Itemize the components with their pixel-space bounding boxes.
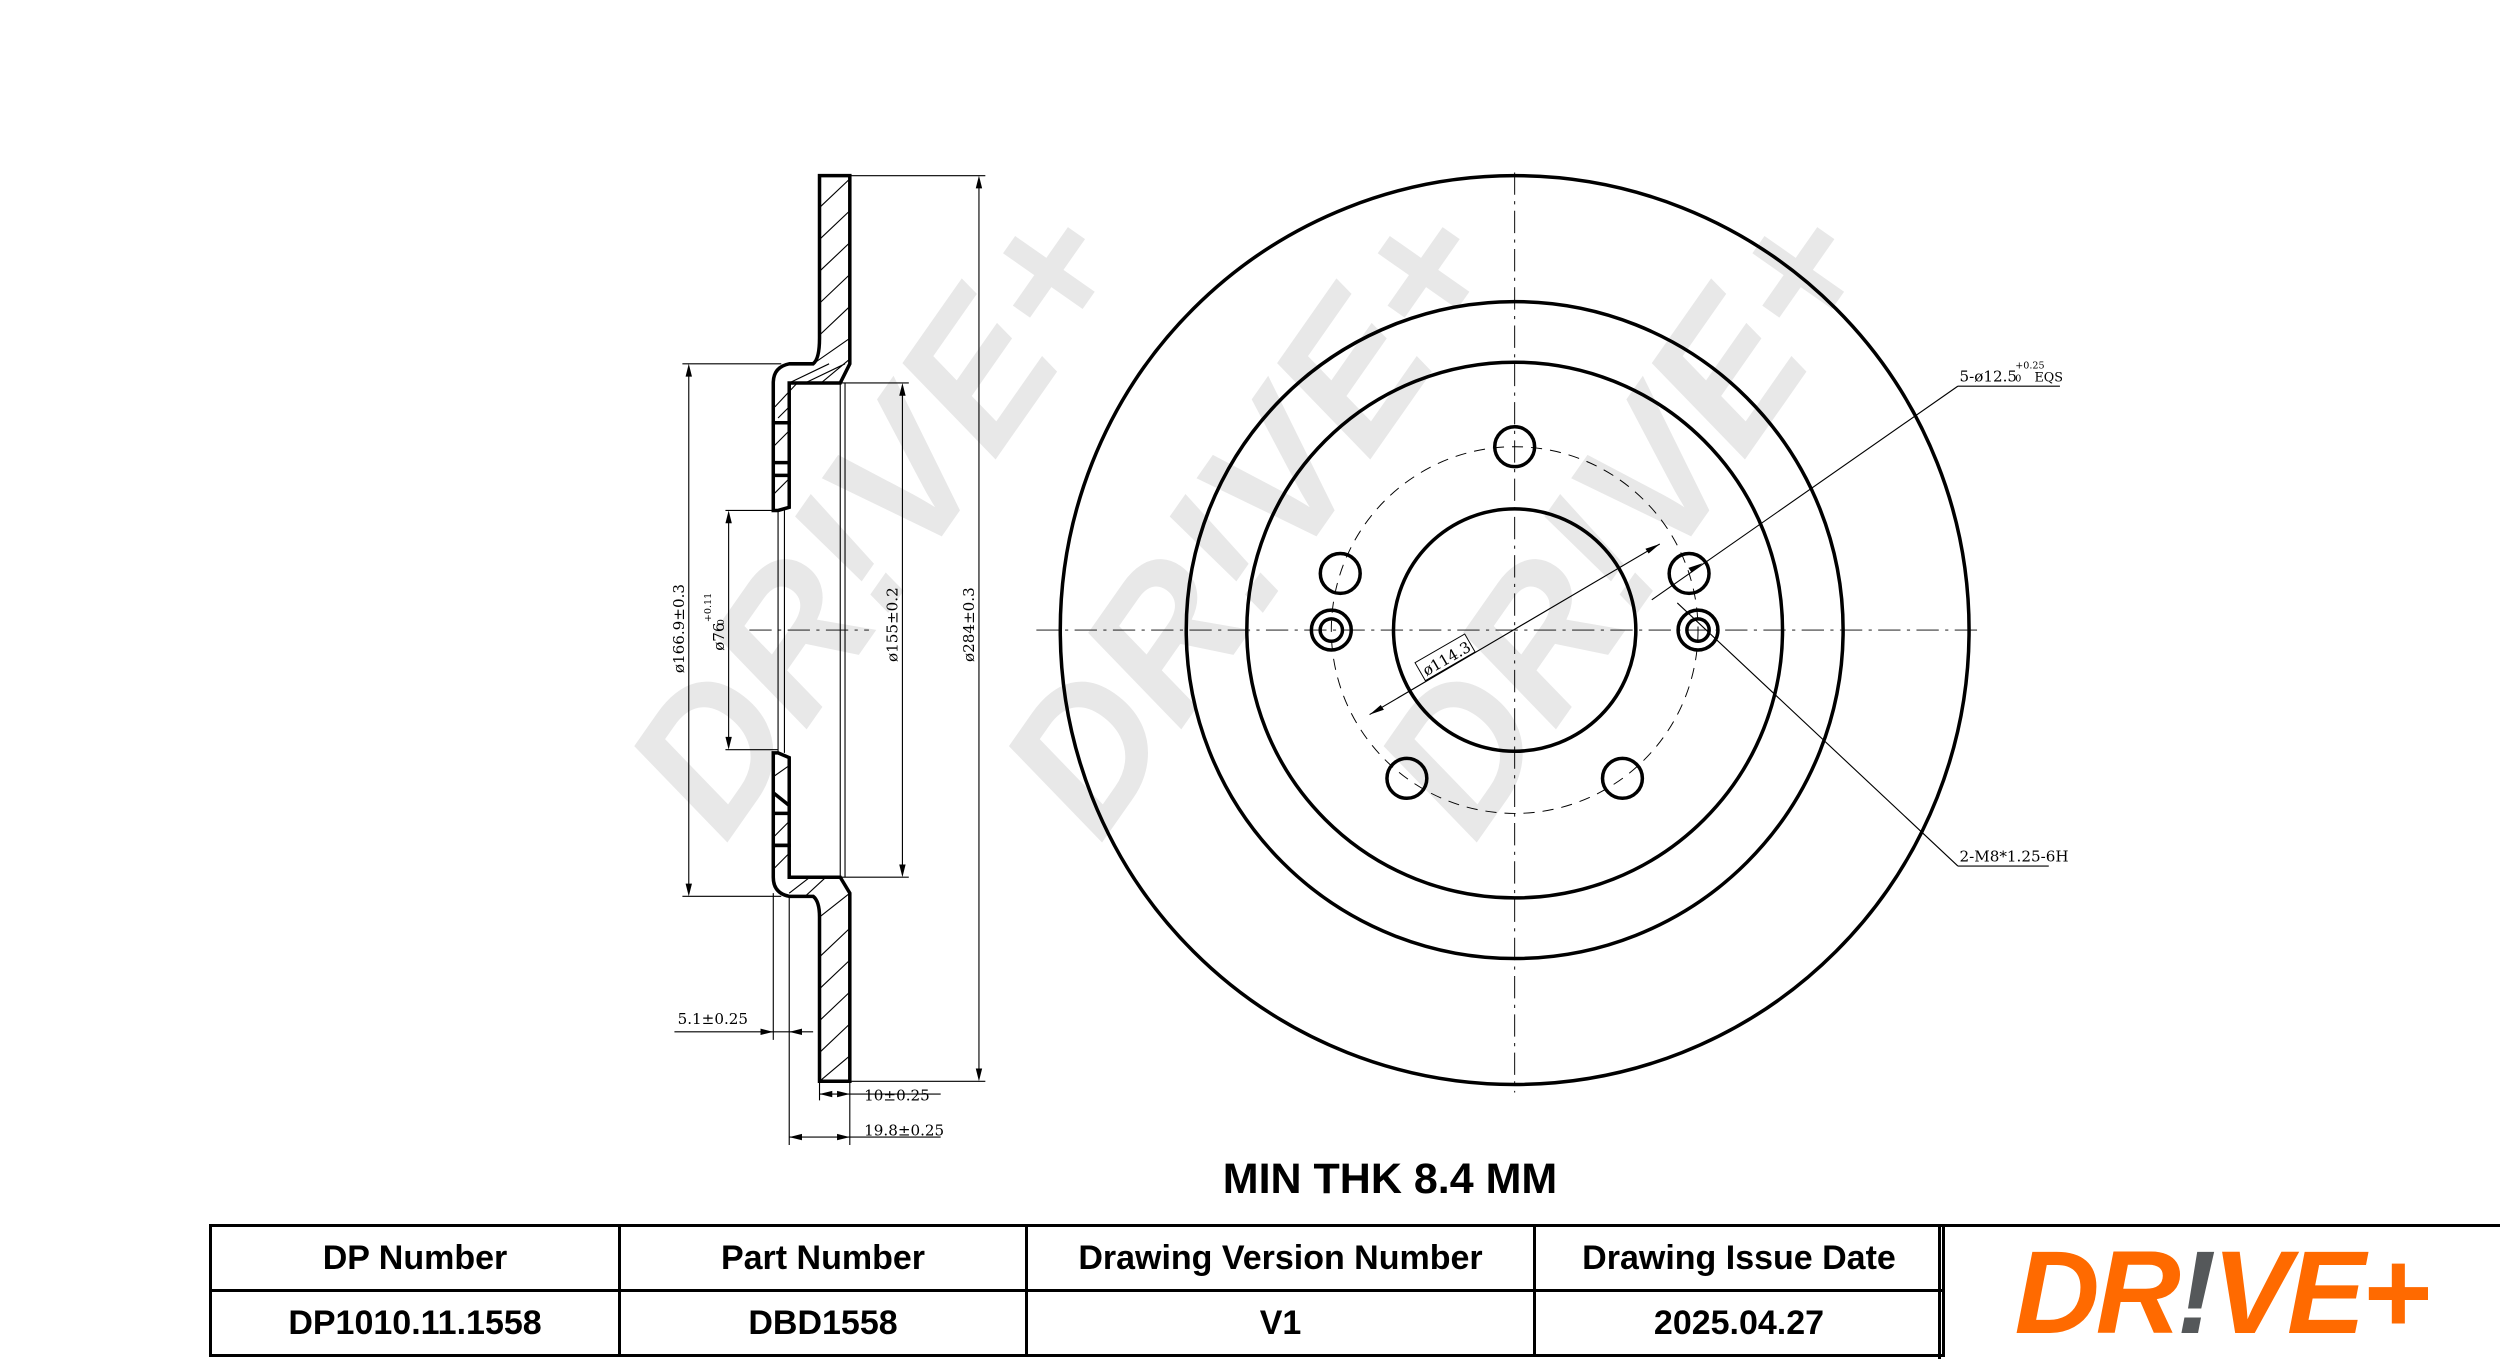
logo-exclamation: ! bbox=[2176, 1227, 2216, 1359]
side-view: ø284±0.3 ø155±0.2 ø166.9±0.3 ø76 +0.11 0… bbox=[670, 173, 986, 1146]
dim-center-bore-tol-lower: 0 bbox=[716, 619, 727, 625]
dim-bolt-holes-tol-lower: 0 bbox=[2015, 373, 2021, 384]
header-drawing-version: Drawing Version Number bbox=[1025, 1224, 1536, 1292]
logo-text-dr: DR bbox=[2014, 1227, 2180, 1359]
header-part-number: Part Number bbox=[618, 1224, 1028, 1292]
table-row: DP1010.11.1558 DBD1558 V1 2025.04.27 bbox=[209, 1289, 1945, 1357]
value-dp-number: DP1010.11.1558 bbox=[209, 1289, 621, 1357]
bolt-holes bbox=[1318, 425, 1711, 801]
dim-inner-diameter: ø155±0.2 bbox=[884, 587, 902, 662]
dim-bolt-holes-tol-upper: +0.25 bbox=[2015, 361, 2044, 372]
dim-hat-offset: 5.1±0.25 bbox=[678, 1010, 748, 1028]
hat-section-bottom bbox=[771, 751, 791, 848]
logo-text-ve-plus: VE+ bbox=[2212, 1227, 2430, 1359]
dim-bolt-holes-suffix: EQS bbox=[2034, 370, 2063, 385]
header-issue-date: Drawing Issue Date bbox=[1533, 1224, 1945, 1292]
value-part-number: DBD1558 bbox=[618, 1289, 1028, 1357]
value-issue-date: 2025.04.27 bbox=[1533, 1289, 1945, 1357]
hatching bbox=[772, 178, 851, 1082]
dim-thickness: 10±0.25 bbox=[864, 1086, 930, 1104]
front-view: ø114.3 5-ø12.5 +0.25 0 EQS 2-M8*1.25-6H bbox=[1036, 172, 2069, 1093]
disc-section-top bbox=[771, 173, 852, 425]
dim-hat-diameter: ø166.9±0.3 bbox=[670, 584, 688, 673]
header-dp-number: DP Number bbox=[209, 1224, 621, 1292]
dim-threaded-holes: 2-M8*1.25-6H bbox=[1960, 847, 2069, 865]
title-block-table: DP Number Part Number Drawing Version Nu… bbox=[209, 1224, 1945, 1357]
dim-center-bore-tol-upper: +0.11 bbox=[703, 593, 714, 622]
table-header-row: DP Number Part Number Drawing Version Nu… bbox=[209, 1224, 1945, 1292]
dim-total-height: 19.8±0.25 bbox=[864, 1121, 944, 1139]
dim-center-bore: ø76 bbox=[710, 622, 728, 650]
value-drawing-version: V1 bbox=[1025, 1289, 1536, 1357]
min-thickness-note: MIN THK 8.4 MM bbox=[1222, 1155, 1558, 1203]
dim-bolt-holes: 5-ø12.5 bbox=[1960, 367, 2018, 385]
disc-section-bottom bbox=[771, 843, 852, 1084]
dim-outer-diameter: ø284±0.3 bbox=[960, 587, 978, 662]
drive-plus-logo: DR!VE+ bbox=[1938, 1224, 2500, 1359]
hat-section-top bbox=[771, 421, 791, 513]
